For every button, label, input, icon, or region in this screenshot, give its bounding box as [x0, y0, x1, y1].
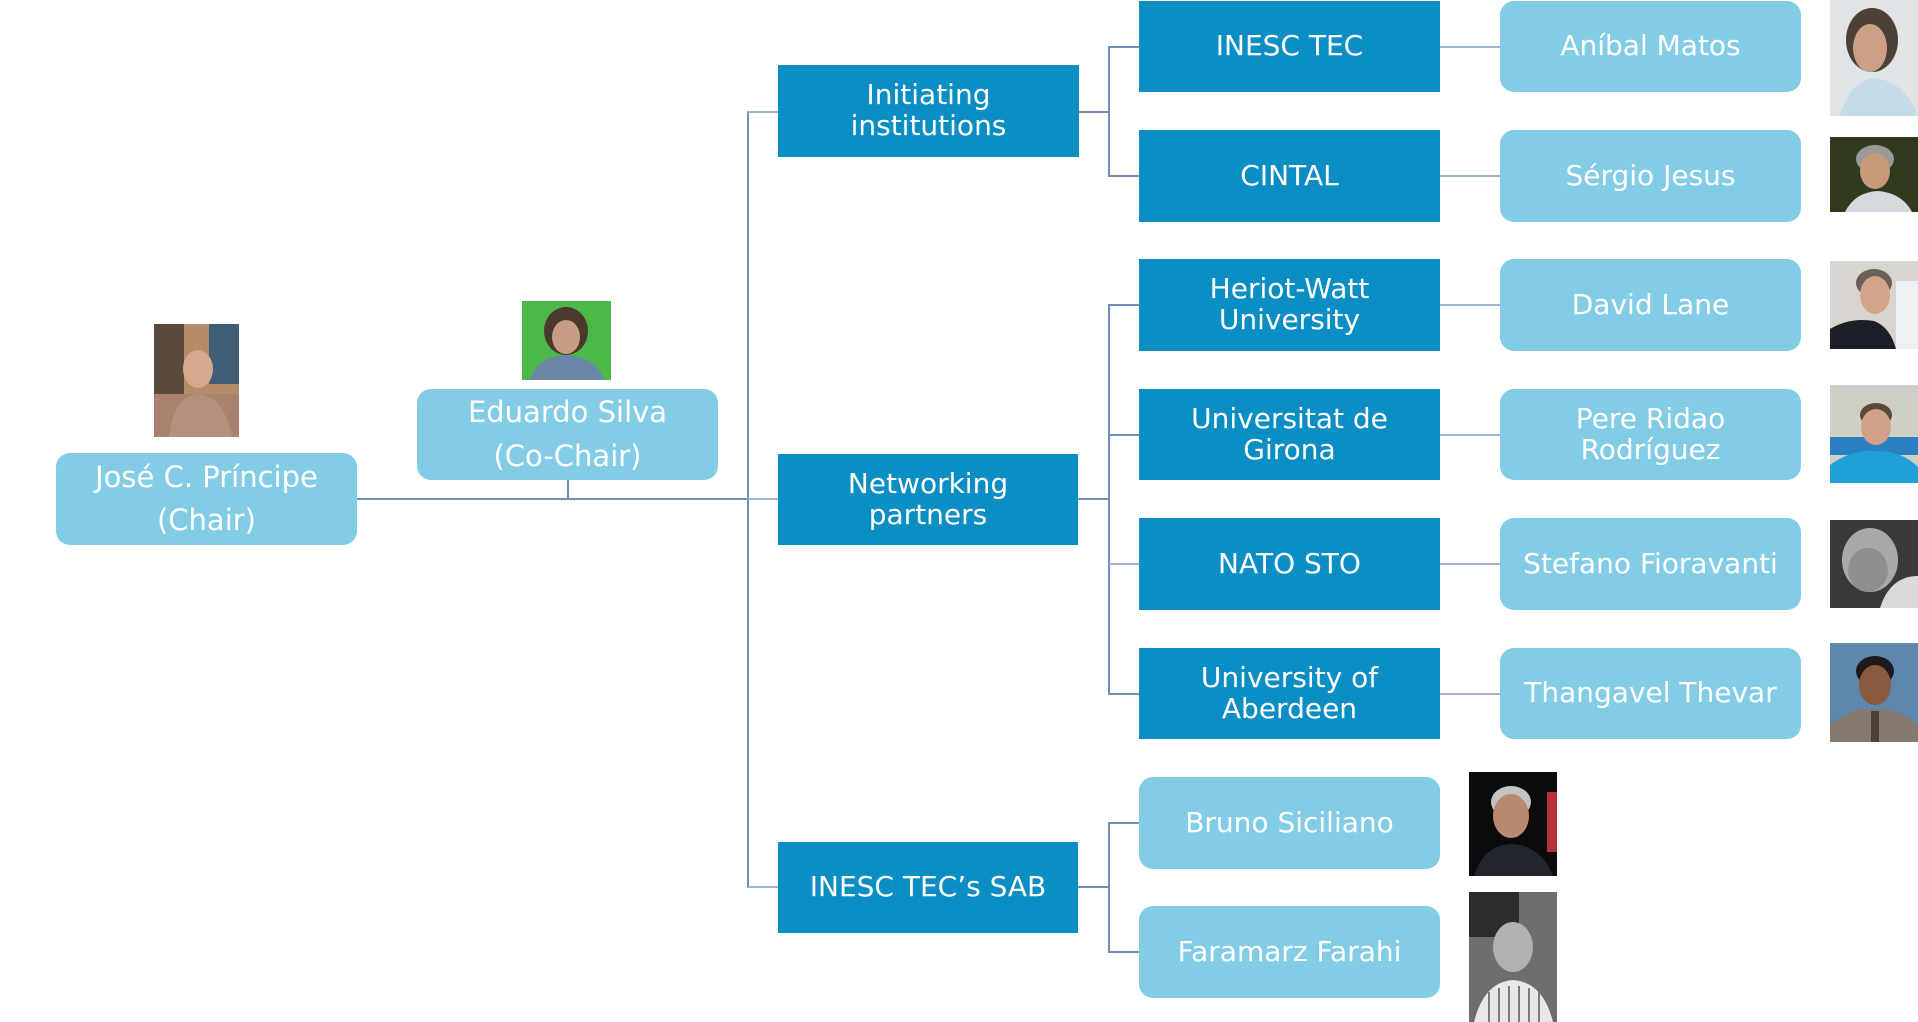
- person-pere-ridao-rodriguez[interactable]: Pere Ridao Rodríguez: [1500, 389, 1801, 480]
- person-stefano-fioravanti[interactable]: Stefano Fioravanti: [1500, 518, 1801, 610]
- photo-david-lane: [1830, 261, 1918, 349]
- photo-stefano-fioravanti: [1830, 520, 1918, 608]
- connector-nato-sto-to-person: [1440, 563, 1500, 565]
- connector-initiating-out: [1079, 111, 1110, 113]
- group-networking-partners[interactable]: Networking partners: [778, 454, 1078, 545]
- co-chair-name: Eduardo Silva: [467, 395, 668, 429]
- connector-chair-to-trunk: [357, 498, 748, 500]
- connector-girona-to-person: [1440, 434, 1500, 436]
- connector-to-heriot-watt: [1109, 304, 1139, 306]
- group-label: Initiating institutions: [850, 78, 1007, 142]
- photo-pere-ridao: [1830, 385, 1918, 483]
- connector-inesc-tec-to-person: [1440, 46, 1500, 48]
- person-david-lane[interactable]: David Lane: [1500, 259, 1801, 351]
- person-name: Faramarz Farahi: [1177, 934, 1402, 968]
- connector-trunk-to-networking: [748, 498, 778, 500]
- photo-anibal-matos: [1830, 0, 1918, 116]
- connector-to-aberdeen: [1109, 693, 1139, 695]
- person-name: Stefano Fioravanti: [1523, 546, 1778, 580]
- connector-to-nato-sto: [1109, 563, 1139, 565]
- group-label: Networking partners: [847, 466, 1009, 531]
- connector-trunk-to-sab: [748, 886, 778, 888]
- connector-to-bruno: [1109, 822, 1139, 824]
- institution-label: INESC TEC: [1215, 29, 1364, 63]
- photo-thangavel-thevar: [1830, 643, 1918, 742]
- co-chair-box[interactable]: Eduardo Silva (Co-Chair): [417, 389, 718, 480]
- group-initiating-institutions[interactable]: Initiating institutions: [778, 65, 1079, 157]
- connector-to-cintal: [1109, 175, 1139, 177]
- institution-inesc-tec[interactable]: INESC TEC: [1139, 1, 1440, 92]
- group-label: INESC TEC’s SAB: [809, 870, 1047, 904]
- person-name: Bruno Siciliano: [1185, 805, 1394, 839]
- institution-nato-sto[interactable]: NATO STO: [1139, 518, 1440, 610]
- person-faramarz-farahi[interactable]: Faramarz Farahi: [1139, 906, 1440, 998]
- photo-eduardo-silva: [522, 301, 611, 380]
- connector-networking-bus: [1108, 304, 1110, 695]
- connector-heriot-watt-to-person: [1440, 304, 1500, 306]
- institution-university-of-aberdeen[interactable]: University of Aberdeen: [1139, 648, 1440, 739]
- institution-cintal[interactable]: CINTAL: [1139, 130, 1440, 222]
- person-sergio-jesus[interactable]: Sérgio Jesus: [1500, 130, 1801, 222]
- institution-label: Heriot-Watt University: [1209, 272, 1370, 336]
- connector-cintal-to-person: [1440, 175, 1500, 177]
- institution-universitat-de-girona[interactable]: Universitat de Girona: [1139, 389, 1440, 480]
- person-name: Thangavel Thevar: [1524, 676, 1777, 710]
- photo-faramarz-farahi: [1469, 892, 1557, 1022]
- co-chair-role: (Co-Chair): [493, 438, 642, 473]
- connector-cochair-drop: [567, 480, 569, 499]
- connector-to-girona: [1109, 434, 1139, 436]
- institution-label: Universitat de Girona: [1191, 401, 1388, 466]
- connector-sab-out: [1078, 886, 1109, 888]
- photo-sergio-jesus: [1830, 137, 1918, 212]
- institution-label: CINTAL: [1240, 158, 1339, 192]
- photo-jose-principe: [154, 324, 239, 437]
- group-inesc-tec-sab[interactable]: INESC TEC’s SAB: [778, 842, 1078, 933]
- person-anibal-matos[interactable]: Aníbal Matos: [1500, 1, 1801, 92]
- chair-name: José C. Príncipe: [95, 459, 318, 494]
- person-bruno-siciliano[interactable]: Bruno Siciliano: [1139, 777, 1440, 869]
- connector-to-faramarz: [1109, 951, 1139, 953]
- connector-trunk-to-initiating: [748, 111, 778, 113]
- institution-label: University of Aberdeen: [1200, 660, 1379, 725]
- connector-networking-out: [1078, 498, 1109, 500]
- connector-sab-bus: [1108, 822, 1110, 953]
- chair-role: (Chair): [156, 503, 256, 537]
- connector-initiating-bus: [1108, 46, 1110, 177]
- chair-box[interactable]: José C. Príncipe (Chair): [56, 453, 357, 545]
- person-name: Aníbal Matos: [1560, 29, 1741, 63]
- institution-label: NATO STO: [1218, 546, 1361, 580]
- connector-to-inesc-tec: [1109, 46, 1139, 48]
- institution-heriot-watt[interactable]: Heriot-Watt University: [1139, 259, 1440, 351]
- photo-bruno-siciliano: [1469, 772, 1557, 876]
- person-name: David Lane: [1571, 287, 1730, 321]
- person-thangavel-thevar[interactable]: Thangavel Thevar: [1500, 648, 1801, 739]
- connector-aberdeen-to-person: [1440, 693, 1500, 695]
- person-name: Sérgio Jesus: [1565, 158, 1736, 192]
- person-name: Pere Ridao Rodríguez: [1575, 401, 1726, 466]
